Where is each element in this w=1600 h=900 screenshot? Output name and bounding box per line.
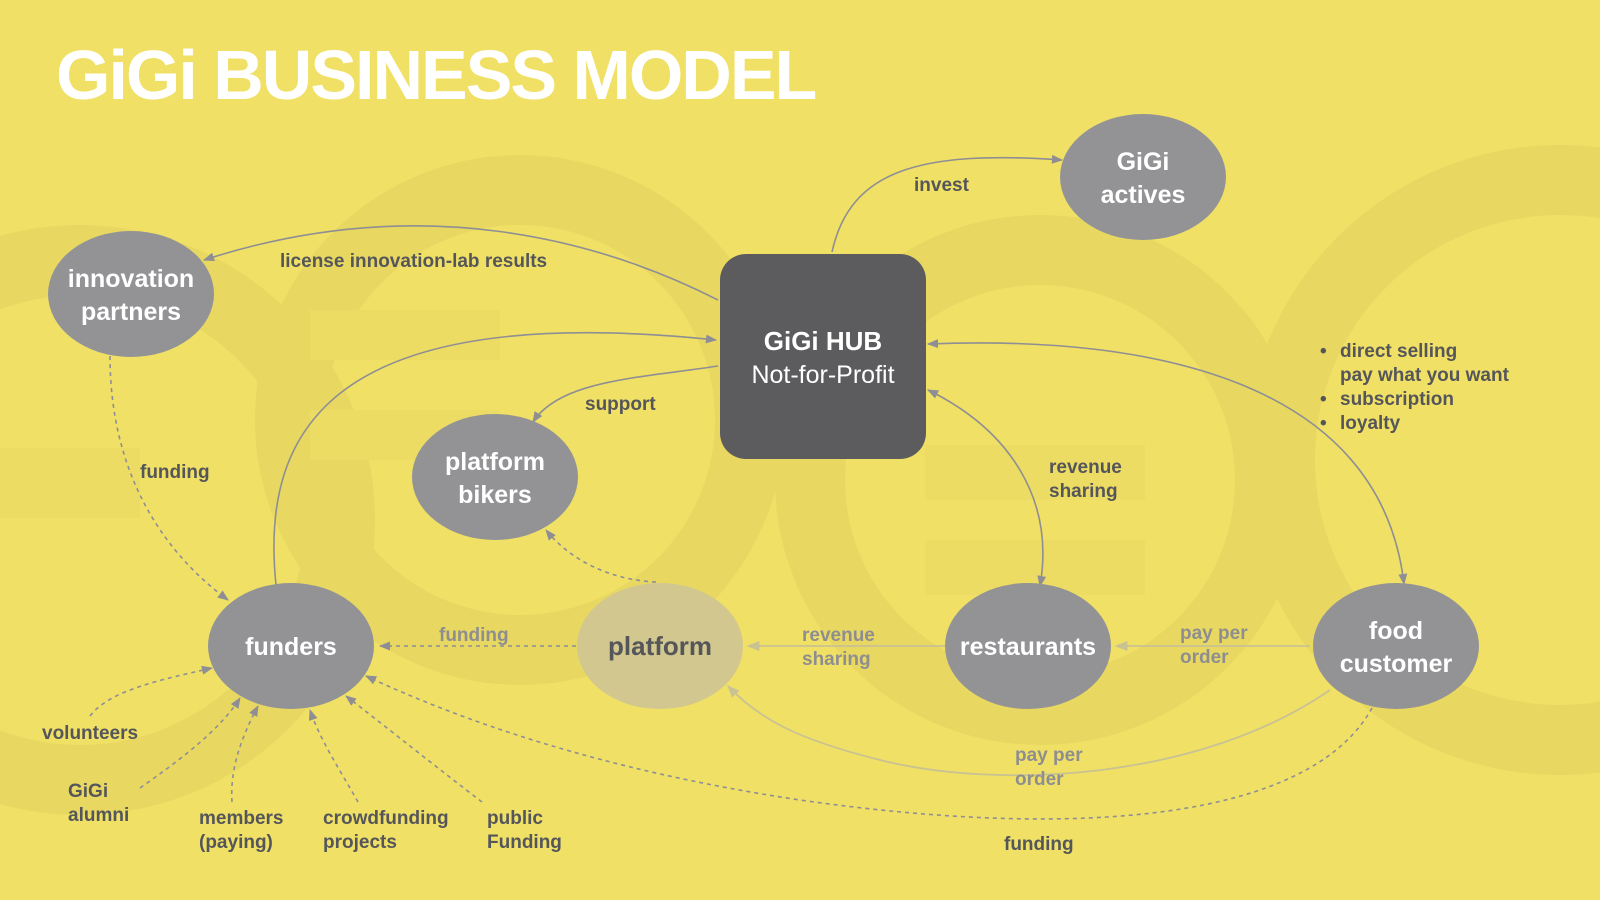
label-revenue-hub: revenue: [1049, 457, 1122, 478]
faded-edges: [727, 640, 1331, 777]
source-crowdfunding: projects: [323, 832, 397, 853]
node-restaurants[interactable]: restaurants: [945, 583, 1111, 709]
node-shape: [1060, 114, 1226, 240]
label-license: license innovation-lab results: [280, 251, 547, 272]
source-public-funding: Funding: [487, 832, 562, 853]
node-gigi-actives[interactable]: GiGi actives: [1060, 114, 1226, 240]
label-revenue-platform: sharing: [802, 649, 871, 670]
edge-members-to-funders: [230, 705, 259, 803]
node-label: restaurants: [960, 633, 1096, 661]
edge-hub-to-customer: [926, 339, 1408, 586]
hub-subtitle: Not-for-Profit: [751, 361, 894, 389]
node-label: innovation: [68, 265, 194, 293]
edge-hub-to-innovation: [202, 225, 719, 301]
label-pay-restaurants: pay per: [1180, 623, 1248, 644]
node-label: platform: [445, 448, 545, 476]
node-shape: [208, 583, 374, 709]
node-shape: [412, 414, 578, 540]
node-label: partners: [81, 298, 181, 326]
label-funding-platform: funding: [439, 625, 509, 646]
source-members: (paying): [199, 832, 273, 853]
label-pay-platform: pay per: [1015, 745, 1083, 766]
customer-models-list: direct selling pay what you want subscri…: [1320, 340, 1509, 436]
node-funders[interactable]: funders: [208, 583, 374, 709]
source-volunteers: volunteers: [42, 723, 138, 744]
label-pay-restaurants: order: [1180, 647, 1229, 668]
edge-platform-to-bikers: [545, 529, 657, 583]
background-blocks: [0, 310, 1145, 595]
source-alumni: alumni: [68, 805, 129, 826]
edge-innovation-to-funders: [109, 355, 229, 601]
source-public-funding: public: [487, 808, 543, 829]
edge-volunteers-to-funders: [89, 665, 214, 717]
node-label: platform: [608, 631, 712, 661]
node-innovation-partners[interactable]: innovation partners: [48, 231, 214, 357]
node-shape: [1313, 583, 1479, 709]
list-item: subscription: [1320, 388, 1509, 412]
list-item: pay what you want: [1340, 365, 1509, 386]
list-item: direct selling: [1320, 340, 1509, 364]
hub-title: GiGi HUB: [764, 326, 882, 356]
node-shape: [577, 583, 743, 709]
node-label: actives: [1101, 181, 1186, 209]
label-invest: invest: [914, 175, 970, 196]
slide-title: GiGi BUSINESS MODEL: [56, 36, 817, 114]
label-support: support: [585, 394, 656, 415]
edge-alumni-to-funders: [139, 697, 241, 789]
edge-hub-to-actives: [831, 154, 1064, 253]
list-item: loyalty: [1320, 412, 1509, 436]
source-members: members: [199, 808, 284, 829]
edge-customer-to-platform: [727, 685, 1331, 777]
edge-crowdfunding-to-funders: [308, 708, 359, 803]
node-food-customer[interactable]: food customer: [1313, 583, 1479, 709]
label-revenue-hub: sharing: [1049, 481, 1118, 502]
edges: [202, 154, 1408, 588]
watermark-block: [310, 310, 500, 360]
node-platform-bikers[interactable]: platform bikers: [412, 414, 578, 540]
node-label: bikers: [458, 481, 532, 509]
node-label: funders: [245, 633, 337, 661]
node-label: GiGi: [1117, 148, 1170, 176]
watermark-block: [0, 448, 140, 518]
label-pay-platform: order: [1015, 769, 1064, 790]
source-alumni: GiGi: [68, 781, 108, 802]
dashed-edges: [89, 355, 1373, 820]
source-crowdfunding: crowdfunding: [323, 808, 449, 829]
node-shape: [945, 583, 1111, 709]
edge-hub-to-bikers: [532, 365, 719, 423]
edge-customer-to-funders: [364, 675, 1373, 820]
edge-funders-to-hub: [273, 331, 718, 586]
node-platform[interactable]: platform: [577, 583, 743, 709]
label-funding-innovation: funding: [140, 462, 210, 483]
edge-public-to-funders: [345, 695, 483, 803]
label-funding-customer: funding: [1004, 834, 1074, 855]
node-label: customer: [1340, 650, 1453, 678]
node-label: food: [1369, 617, 1423, 645]
label-revenue-platform: revenue: [802, 625, 875, 646]
hub-box: [720, 254, 926, 459]
node-hub[interactable]: GiGi HUB Not-for-Profit: [720, 254, 926, 459]
node-shape: [48, 231, 214, 357]
